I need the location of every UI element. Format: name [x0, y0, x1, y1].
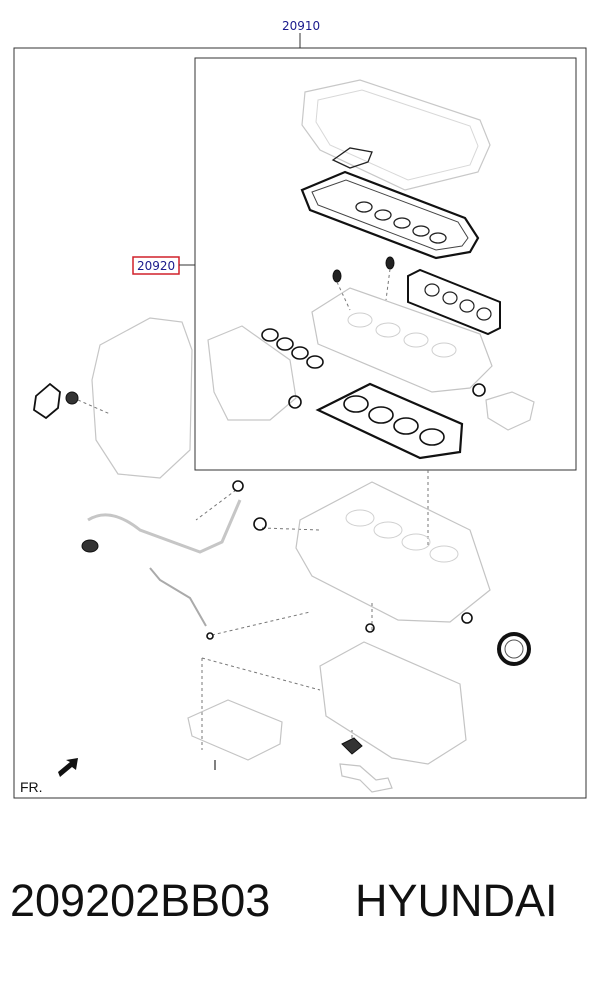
exhaust-o-ring [288, 395, 302, 409]
water-outlet-housing [485, 391, 535, 431]
oil-pump-o-ring [365, 623, 375, 633]
oil-strainer [339, 763, 393, 793]
rocker-cover-gasket [300, 170, 480, 260]
cam-seal-caps [332, 256, 395, 283]
front-crank-seal [65, 391, 79, 405]
drain-o-ring [461, 612, 473, 624]
cylinder-head [311, 287, 493, 393]
dipstick-o-ring [206, 632, 214, 640]
oil-pipe-seal [81, 539, 99, 553]
water-pump-gasket [33, 382, 61, 420]
oil-pan-upper [319, 641, 467, 765]
inner-callout-number: 20920 [137, 259, 175, 273]
timing-chain-cover [91, 317, 193, 479]
outer-callout-number: 20910 [282, 19, 320, 33]
cylinder-head-gasket [315, 382, 464, 460]
spark-plug-gasket-small [331, 147, 373, 169]
outer-kit-frame [13, 47, 587, 799]
oil-pan-lower [187, 699, 283, 761]
oil-cooler-o-ring [232, 480, 244, 492]
spark-plug-seals [355, 201, 447, 244]
oil-strainer-gasket [341, 737, 363, 755]
exhaust-manifold-gasket [261, 328, 324, 369]
part-number: 209202BB03 [10, 875, 271, 926]
rear-crank-seal [497, 632, 531, 666]
rocker-cover [301, 79, 491, 191]
cylinder-block [295, 481, 491, 623]
exploded-engine-diagram: 20910 20920 [13, 19, 587, 799]
exhaust-manifold [207, 325, 297, 421]
inner-kit-frame [194, 57, 577, 471]
intake-manifold-gasket [407, 268, 501, 336]
oil-return-pipe [87, 499, 242, 554]
front-direction-arrow [58, 758, 78, 777]
brand-name: HYUNDAI [355, 875, 558, 926]
front-label: FR. [20, 779, 43, 795]
block-o-ring [253, 517, 267, 531]
oil-dipstick [149, 567, 207, 627]
water-outlet-o-ring [472, 383, 486, 397]
